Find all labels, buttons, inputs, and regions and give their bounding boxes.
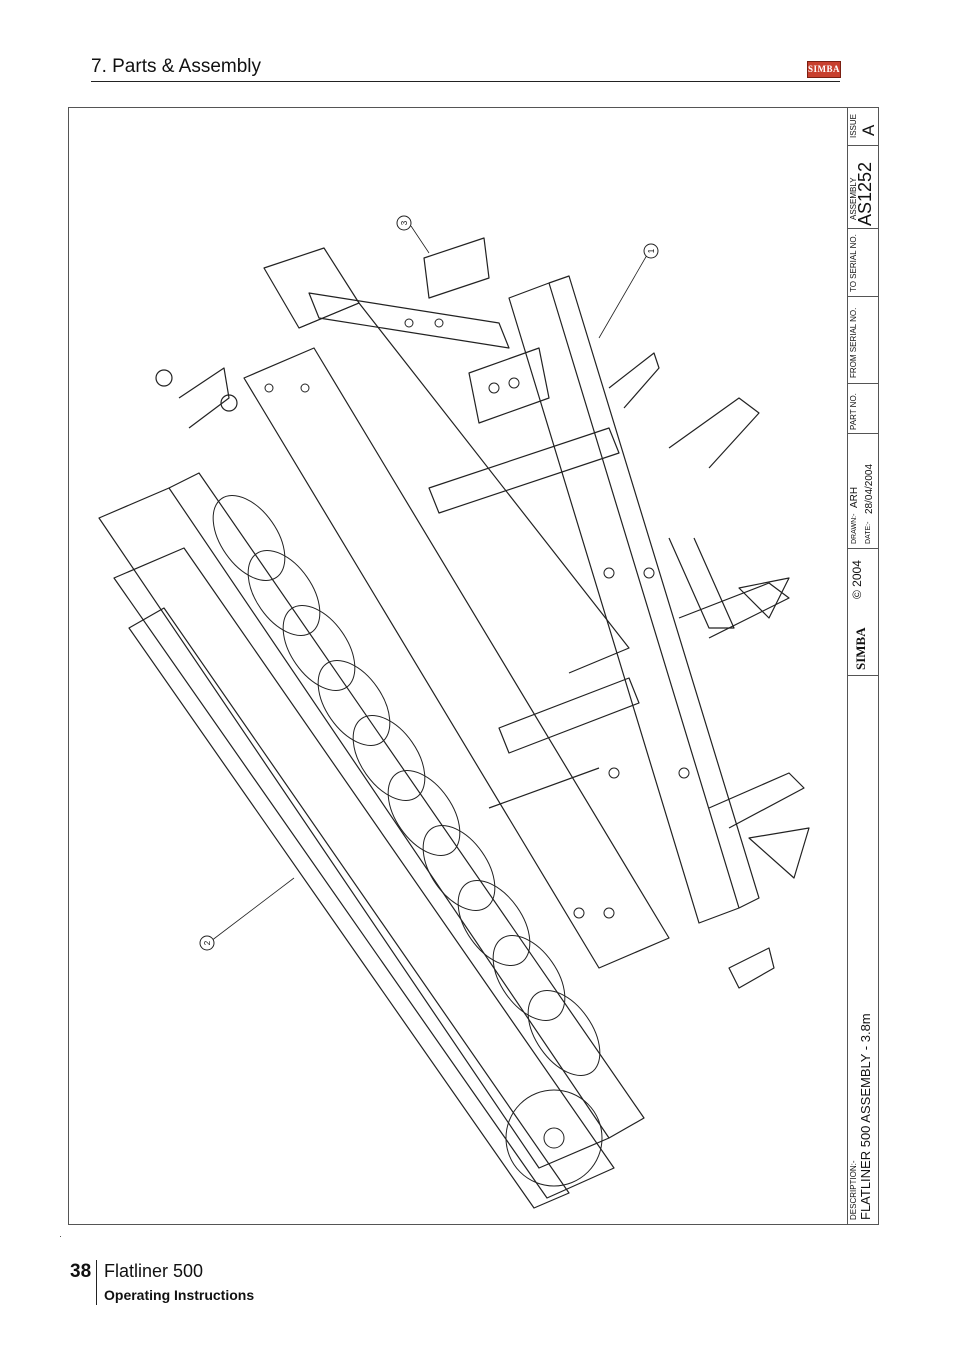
title-block-divider xyxy=(847,228,878,229)
description-value: FLATLINER 500 ASSEMBLY - 3.8m xyxy=(858,1013,873,1220)
title-block-divider xyxy=(847,383,878,384)
assembly-drawing: 3 1 2 xyxy=(98,215,810,1209)
header-divider xyxy=(91,81,840,82)
title-block-divider xyxy=(847,675,878,676)
date-value: 28/04/2004 xyxy=(864,463,875,514)
logo-text: SIMBA xyxy=(808,64,841,74)
simba-logo: SIMBA xyxy=(807,61,841,78)
assembly-value: AS1252 xyxy=(855,161,875,226)
issue-label: ISSUE xyxy=(849,113,858,138)
title-block-divider xyxy=(847,145,878,146)
date-label: DATE:- xyxy=(865,521,872,544)
page-number: 38 xyxy=(70,1261,92,1282)
title-block-divider xyxy=(847,548,878,549)
title-block-border xyxy=(847,108,848,1224)
callout-2: 2 xyxy=(203,940,212,945)
issue-value: A xyxy=(859,124,878,136)
title-block-divider xyxy=(847,433,878,434)
drawing-sheet: 3 1 2 ISSUE A ASSEMBLY AS1252 TO SERIAL … xyxy=(68,107,879,1225)
drawn-label: DRAWN:- xyxy=(851,513,858,544)
to-serial-label: TO SERIAL NO. xyxy=(849,234,858,292)
page-mark xyxy=(60,1236,61,1237)
title-block-divider xyxy=(847,296,878,297)
part-no-label: PART NO. xyxy=(849,393,858,430)
callout-1: 1 xyxy=(647,248,656,253)
document-subtitle: Operating Instructions xyxy=(104,1287,255,1303)
callout-3: 3 xyxy=(400,220,409,225)
footer-divider xyxy=(96,1260,97,1305)
drawn-value: ARH xyxy=(849,486,860,508)
description-label: DESCRIPTION:- xyxy=(849,1160,858,1220)
section-title: 7. Parts & Assembly xyxy=(91,56,262,77)
from-serial-label: FROM SERIAL NO. xyxy=(849,307,858,378)
copyright-text: © 2004 xyxy=(850,560,864,599)
product-name: Flatliner 500 xyxy=(104,1261,204,1281)
title-block-logo: SIMBA xyxy=(853,627,868,670)
